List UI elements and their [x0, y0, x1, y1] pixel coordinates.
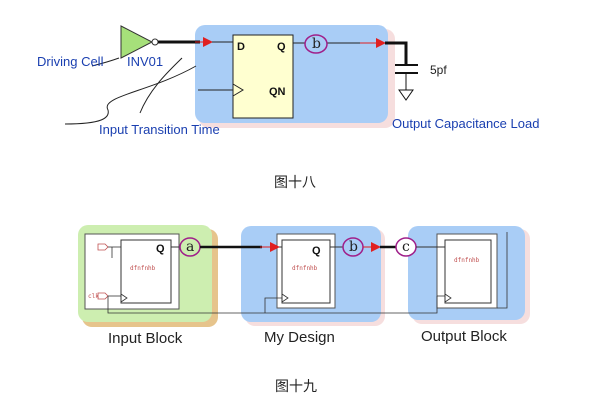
my-design-ff-text: dfnfnhb: [292, 265, 318, 272]
fig18-output-wire: [385, 41, 408, 64]
clk-label: clk: [88, 293, 99, 300]
driving-cell-pointer: [91, 57, 120, 67]
cap-value: 5pf: [430, 63, 447, 77]
transition-pointer-1: [139, 57, 183, 114]
fig18-pin-q: Q: [277, 41, 286, 53]
inv-label: INV01: [127, 54, 163, 69]
figure-18-caption: 图十八: [274, 174, 316, 190]
input-transition-label: Input Transition Time: [99, 122, 220, 137]
input-ff-text: dfnfnhb: [130, 265, 156, 272]
ground-icon: [398, 89, 414, 101]
marker-b-label: b: [349, 239, 358, 255]
input-port-d-icon: [97, 243, 109, 251]
driving-cell-label: Driving Cell: [37, 54, 104, 69]
figure-19-caption: 图十九: [275, 378, 317, 394]
fig18-flipflop: [232, 34, 294, 119]
my-design-flipflop: [281, 239, 331, 304]
fig18-marker-b-label: b: [312, 36, 321, 52]
marker-a-label: a: [186, 239, 194, 255]
inverter-bubble: [151, 38, 159, 46]
inverter-icon: [120, 25, 154, 59]
output-cap-label: Output Capacitance Load: [392, 116, 539, 131]
my-design-ff-q: Q: [312, 245, 321, 257]
clock-to-my-design: [264, 297, 282, 313]
output-ff-text: dfnfnhb: [454, 257, 480, 264]
marker-c-label: c: [402, 239, 410, 255]
clock-distribution-wire: [107, 296, 438, 314]
fig18-marker-b: [304, 34, 328, 54]
fig18-pin-d: D: [237, 41, 245, 53]
output-block-label: Output Block: [421, 328, 507, 345]
input-port-clk-icon: [97, 292, 109, 300]
input-block-label: Input Block: [108, 330, 183, 347]
figure-19: Q dfnfnhb clk Q dfnfnhb dfnfnhb a: [78, 225, 530, 394]
right-loop-wire: [497, 232, 508, 309]
fig18-pin-qn: QN: [269, 86, 286, 98]
input-ff-clock-tri: [120, 293, 128, 303]
output-ff-clock-tri: [444, 293, 452, 303]
input-flipflop: [120, 239, 172, 304]
transition-pointer-2: [64, 65, 197, 125]
figure-18: D Q QN b 5pf Driving Cell INV01 Input T: [37, 25, 539, 190]
my-design-label: My Design: [264, 329, 335, 346]
output-flipflop: [444, 239, 492, 304]
my-design-clock-tri: [281, 293, 289, 303]
input-ff-q: Q: [156, 243, 165, 255]
fig18-clock-triangle: [232, 83, 244, 97]
